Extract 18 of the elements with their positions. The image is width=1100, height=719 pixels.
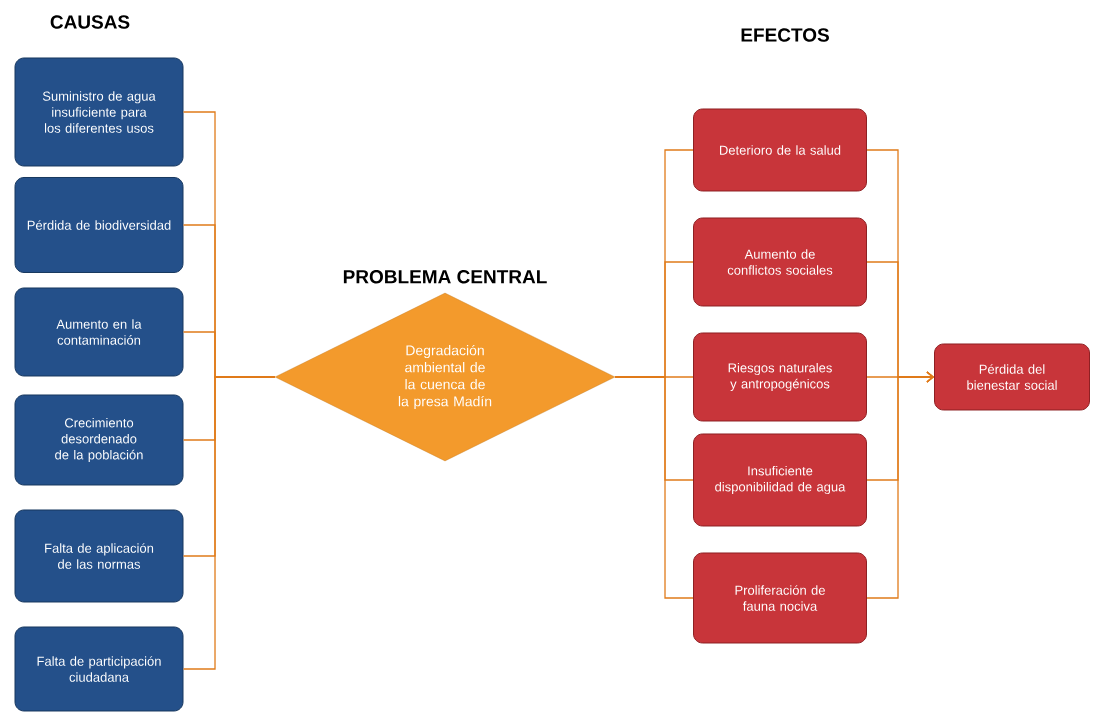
connector [614,376,694,599]
heading: EFECTOS [741,28,829,42]
cause-box: Falta de participación ciudadana [14,626,184,712]
effect-box: Deterioro de la salud [693,108,867,192]
cause-box: Falta de aplicación de las normas [14,509,184,603]
cause-box: Crecimiento desordenado de la población [14,394,184,486]
heading: PROBLEMA CENTRAL [343,270,547,284]
cause-box: Pérdida de biodiversidad [14,177,184,273]
effect-box: Proliferación de fauna nociva [693,552,867,644]
connector [866,371,934,599]
effect-box: Aumento de conflictos sociales [693,217,867,307]
result-box: Pérdida del bienestar social [934,343,1090,411]
connector [182,376,276,670]
cause-box: Aumento en la contaminación [14,287,184,377]
effect-box: Riesgos naturales y antropogénicos [693,332,867,422]
effect-box: Insuficiente disponibilidad de agua [693,433,867,527]
heading: CAUSAS [50,15,130,29]
cause-box: Suministro de agua insuficiente para los diferentes usos [14,57,184,167]
